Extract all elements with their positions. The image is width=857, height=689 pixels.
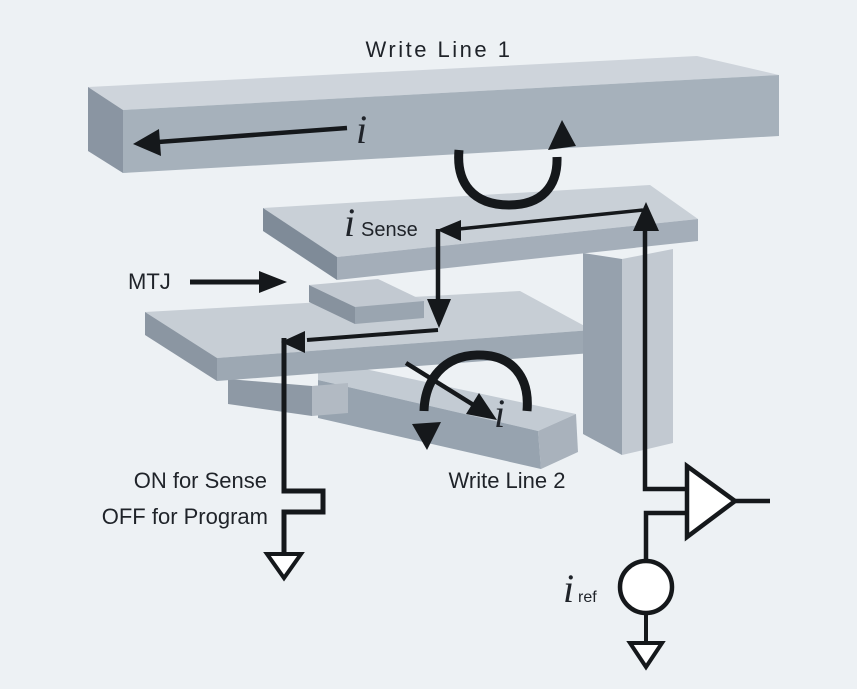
sense-plate-top-face (263, 185, 698, 257)
write-line-2-top-face (318, 359, 576, 431)
comparator-symbol (684, 461, 739, 542)
wl2-field-arc (419, 350, 532, 412)
mtj-pointer-arrowhead (259, 271, 287, 293)
ref-current-label: i (563, 566, 574, 611)
sense-down-arrowhead (427, 299, 451, 328)
wl2-current-arrowhead (466, 393, 497, 420)
wl1-field-arrowhead (548, 120, 576, 150)
comparator-ref-input-wire (643, 510, 687, 560)
wl2-field-arrowhead (412, 422, 441, 450)
bottom-plate-front-face (217, 330, 592, 381)
via-pillar-side-face (622, 249, 673, 455)
sense-current-subscript: Sense (361, 219, 418, 241)
sense-current-label: i (344, 200, 355, 245)
wl1-field-arc (454, 149, 562, 210)
switch-on-label: ON for Sense (134, 468, 267, 493)
sense-riser-up-arrowhead (633, 202, 659, 231)
support-stud-front-face (228, 379, 312, 416)
sense-plate-end-face (263, 208, 337, 280)
via-pillar-front-face (583, 253, 622, 455)
wl1-current-label: i (356, 107, 367, 152)
sense-bottom-left-arrowhead (281, 331, 305, 353)
write-line-1-label: Write Line 1 (366, 37, 513, 62)
write-line-1-front-face (123, 75, 779, 173)
mtj-block-top-face (309, 279, 424, 307)
mtj-block-front-face (355, 301, 424, 324)
sense-plate-front-face (337, 219, 698, 280)
bottom-plate-end-face (145, 312, 217, 381)
sense-bottom-wire (306, 328, 439, 342)
ground-symbol-left (263, 552, 305, 582)
sense-plate-left-arrowhead (437, 220, 461, 241)
wl1-current-arrow-line (157, 125, 348, 145)
write-line-1-end-face (88, 87, 123, 173)
ref-current-subscript: ref (578, 589, 597, 606)
bottom-plate-top-face (145, 291, 592, 358)
select-switch-wire (281, 338, 326, 556)
write-line-2-label: Write Line 2 (449, 468, 566, 493)
write-line-2-end-face (538, 414, 578, 469)
wl1-current-arrowhead (133, 129, 161, 156)
support-stud-side-face (312, 383, 348, 416)
switch-off-label: OFF for Program (102, 504, 268, 529)
sense-riser-wire (642, 228, 687, 492)
wl2-current-label: i (494, 391, 505, 436)
mtj-block-end-face (309, 285, 355, 324)
write-line-1-top-face (88, 56, 779, 110)
wl2-current-arrow-line (404, 361, 482, 411)
ground-symbol-right (626, 641, 666, 671)
reference-current-source (617, 558, 675, 616)
mtj-label: MTJ (128, 269, 171, 294)
sense-plate-wire (458, 208, 644, 231)
